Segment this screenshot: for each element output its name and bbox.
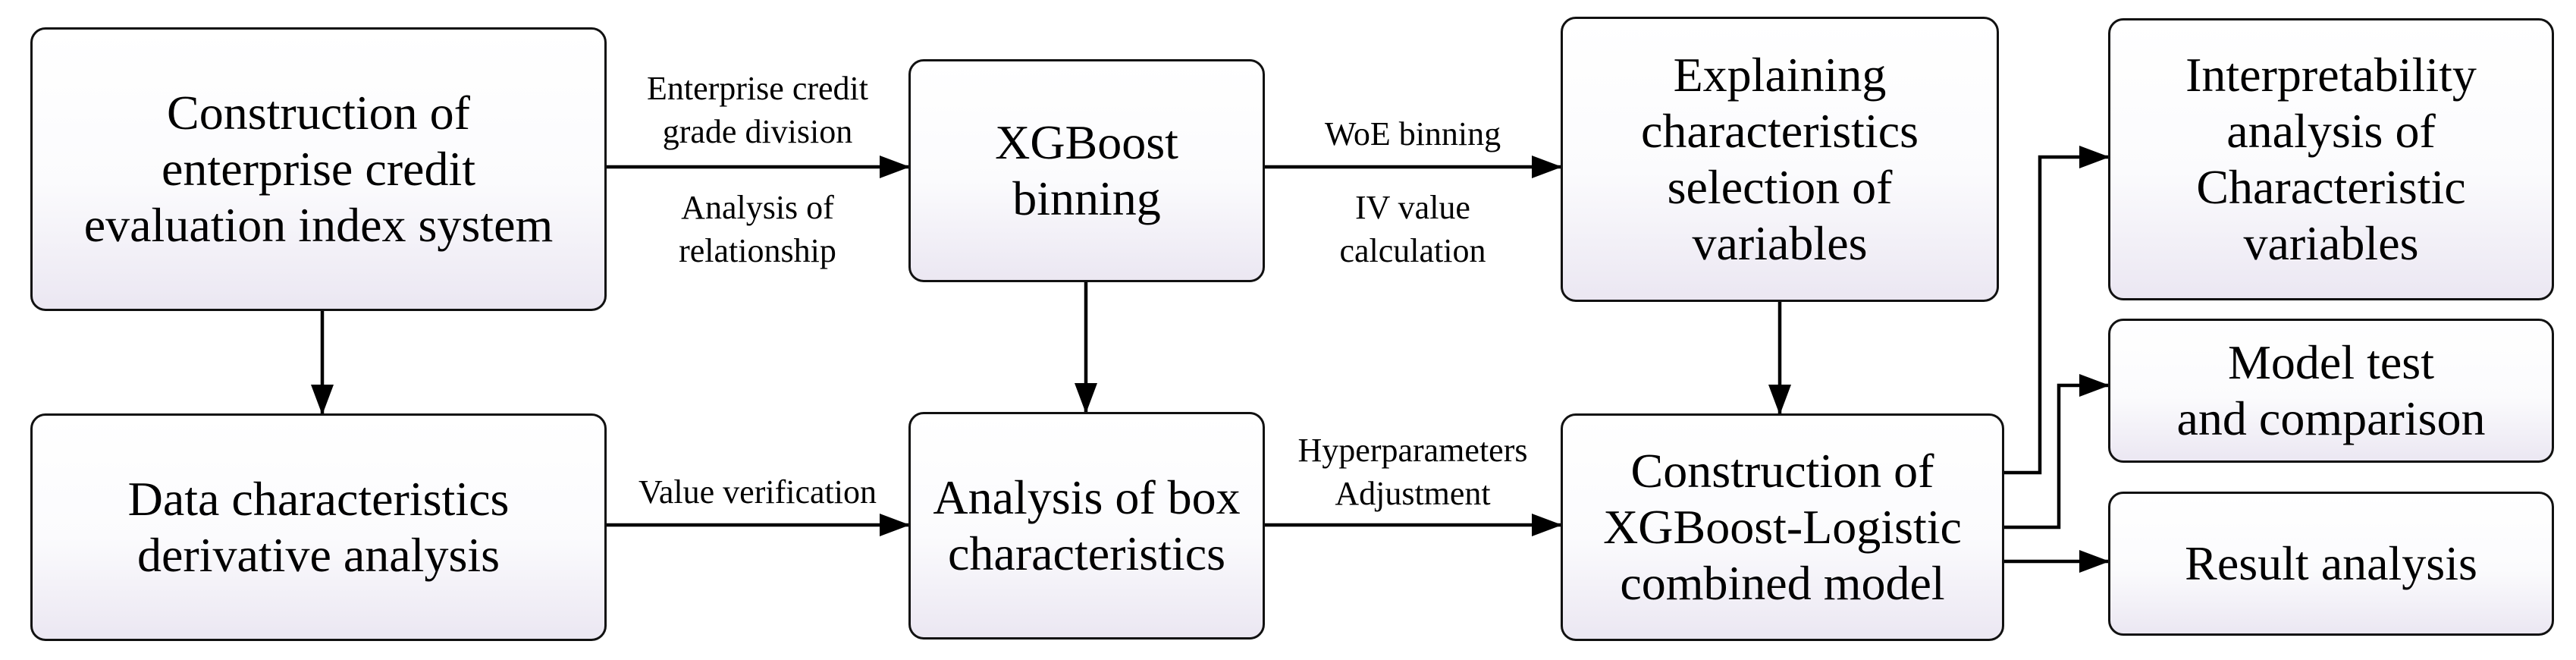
arrow-model-to-test xyxy=(2004,374,2110,530)
label-grade-division: Enterprise credit grade division xyxy=(647,70,868,151)
box-data-derivative-analysis-text: Data characteristics derivative analysis xyxy=(127,471,510,582)
box-interpretability-analysis: Interpretability analysis of Characteris… xyxy=(2108,18,2554,300)
box-combined-model-text: Construction of XGBoost-Logistic combine… xyxy=(1603,443,1962,611)
label-analysis-of-relationship: Analysis of relationship xyxy=(679,189,836,270)
box-xgboost-binning: XGBoost binning xyxy=(908,59,1265,282)
arrow-model-to-interpretability xyxy=(2004,146,2110,475)
box-xgboost-binning-text: XGBoost binning xyxy=(995,115,1178,225)
label-iv-value-calculation: IV value calculation xyxy=(1339,189,1486,270)
box-analysis-of-box-characteristics-text: Analysis of box characteristics xyxy=(933,470,1241,580)
box-interpretability-analysis-text: Interpretability analysis of Characteris… xyxy=(2185,47,2477,271)
box-result-analysis-text: Result analysis xyxy=(2185,536,2477,590)
box-data-derivative-analysis: Data characteristics derivative analysis xyxy=(30,413,607,641)
label-hyperparameters-adjustment: Hyperparameters Adjustment xyxy=(1297,432,1528,513)
box-construction-index-system-text: Construction of enterprise credit evalua… xyxy=(83,85,554,253)
label-woe-binning: WoE binning xyxy=(1324,115,1501,152)
box-model-test: Model test and comparison xyxy=(2108,319,2554,463)
label-value-verification: Value verification xyxy=(639,473,877,511)
box-model-test-text: Model test and comparison xyxy=(2176,335,2486,445)
box-combined-model: Construction of XGBoost-Logistic combine… xyxy=(1561,413,2004,641)
box-explaining-selection-text: Explaining characteristics selection of … xyxy=(1641,47,1919,271)
box-analysis-of-box-characteristics: Analysis of box characteristics xyxy=(908,412,1265,640)
box-explaining-selection: Explaining characteristics selection of … xyxy=(1561,17,1999,302)
box-result-analysis: Result analysis xyxy=(2108,492,2554,636)
box-construction-index-system: Construction of enterprise credit evalua… xyxy=(30,27,607,311)
